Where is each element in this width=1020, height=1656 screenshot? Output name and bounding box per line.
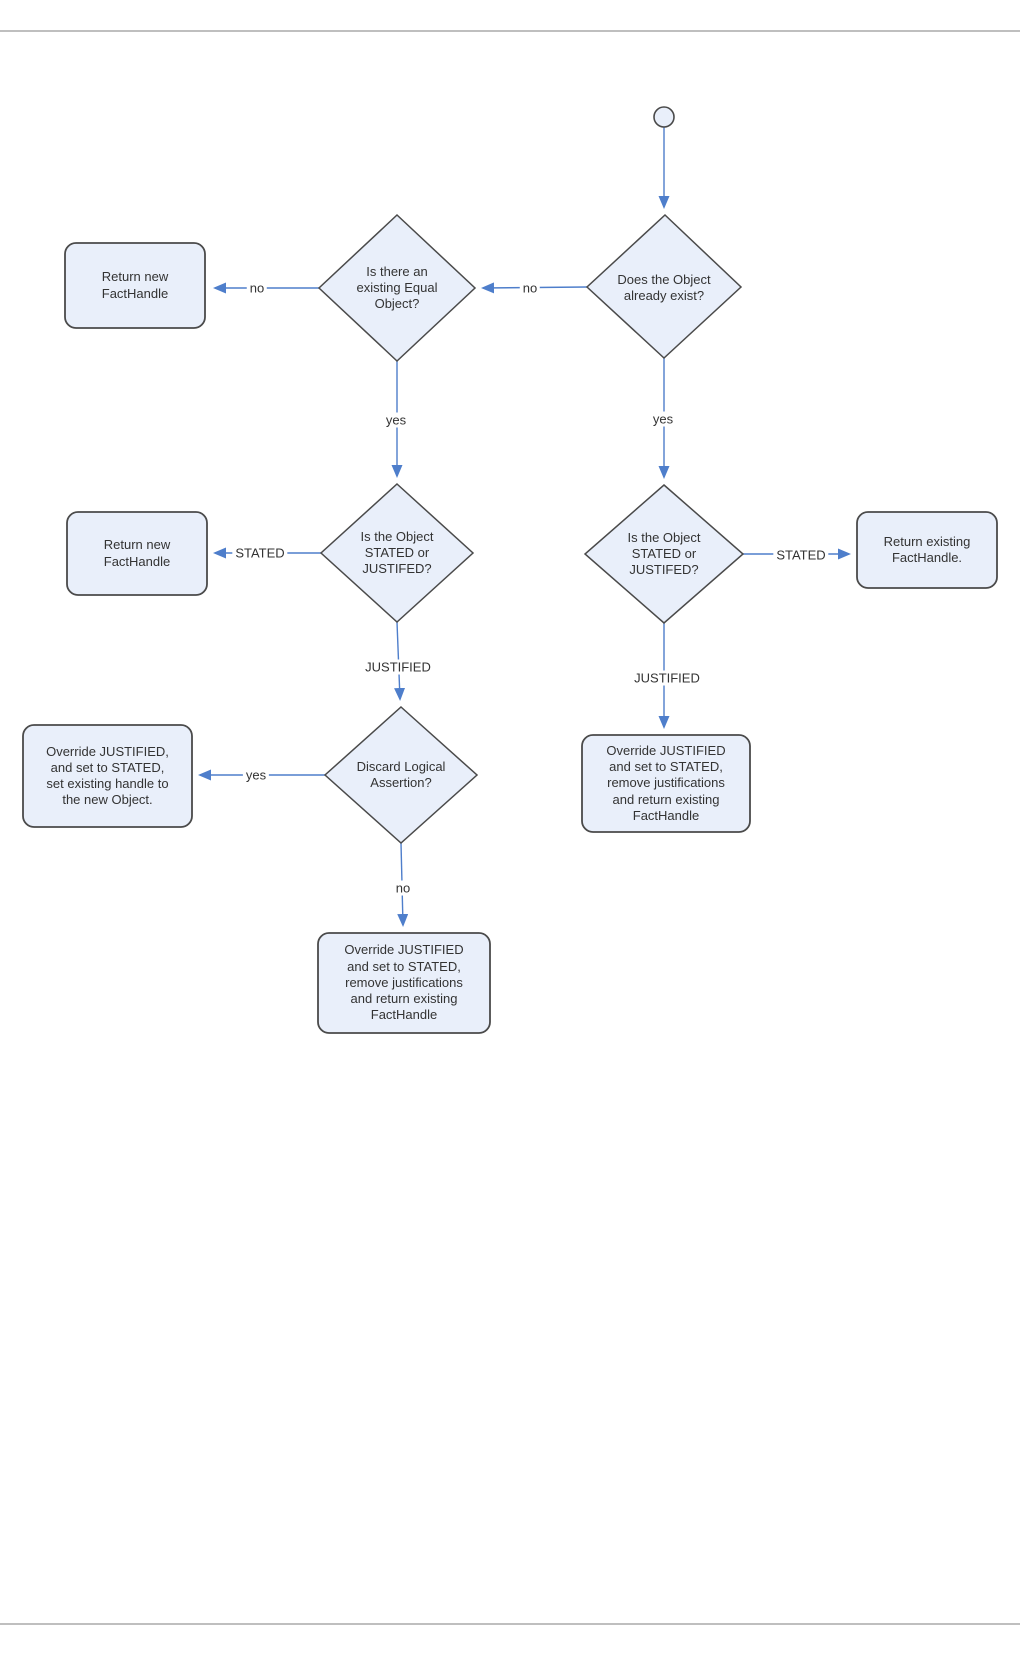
box-override-remove-left [317,932,491,1034]
decision-discard-logical [323,705,479,845]
edge-label-no-discard: no [392,880,414,896]
box-return-new-1-label: Return new FactHandle [101,269,169,301]
decision-stated-left-label: Is the Object STATED or JUSTIFED? [360,528,434,577]
box-override-set-handle [22,724,193,828]
edge-label-no-exists: no [519,280,541,296]
edge-label-yes-equal: yes [382,412,410,428]
flowchart-nodes [22,106,998,1034]
page-bottom-rule [0,1623,1020,1625]
decision-object-exists-label: Does the Object already exist? [617,271,711,303]
edge-label-justified-left: JUSTIFIED [362,659,434,675]
edge-label-yes-discard: yes [242,767,270,783]
decision-stated-left [319,482,475,624]
page-top-rule [0,30,1020,32]
decision-existing-equal-label: Is there an existing Equal Object? [356,263,438,312]
box-return-existing-label: Return existing FactHandle. [883,533,971,565]
decision-existing-equal [317,213,477,363]
edge-label-no-equal: no [246,280,268,296]
decision-stated-right-label: Is the Object STATED or JUSTIFED? [627,529,701,578]
edge-label-stated-right: STATED [773,547,829,563]
edge-label-yes-exists: yes [649,411,677,427]
decision-stated-right [583,484,745,624]
box-return-existing [856,511,998,589]
start-node [653,106,675,128]
edge-label-stated-left: STATED [232,545,288,561]
box-override-remove-left-label: Override JUSTIFIED and set to STATED, re… [344,942,464,1023]
box-return-new-1 [64,242,206,329]
box-return-new-2 [66,511,208,596]
box-override-set-handle-label: Override JUSTIFIED, and set to STATED, s… [46,743,169,808]
flowchart-edges [198,127,851,927]
decision-object-exists [585,213,743,360]
box-return-new-2-label: Return new FactHandle [103,537,171,569]
edge-label-justified-right: JUSTIFIED [631,670,703,686]
decision-discard-logical-label: Discard Logical Assertion? [356,758,446,790]
box-override-remove-right [581,734,751,833]
box-override-remove-right-label: Override JUSTIFIED and set to STATED, re… [606,742,726,823]
